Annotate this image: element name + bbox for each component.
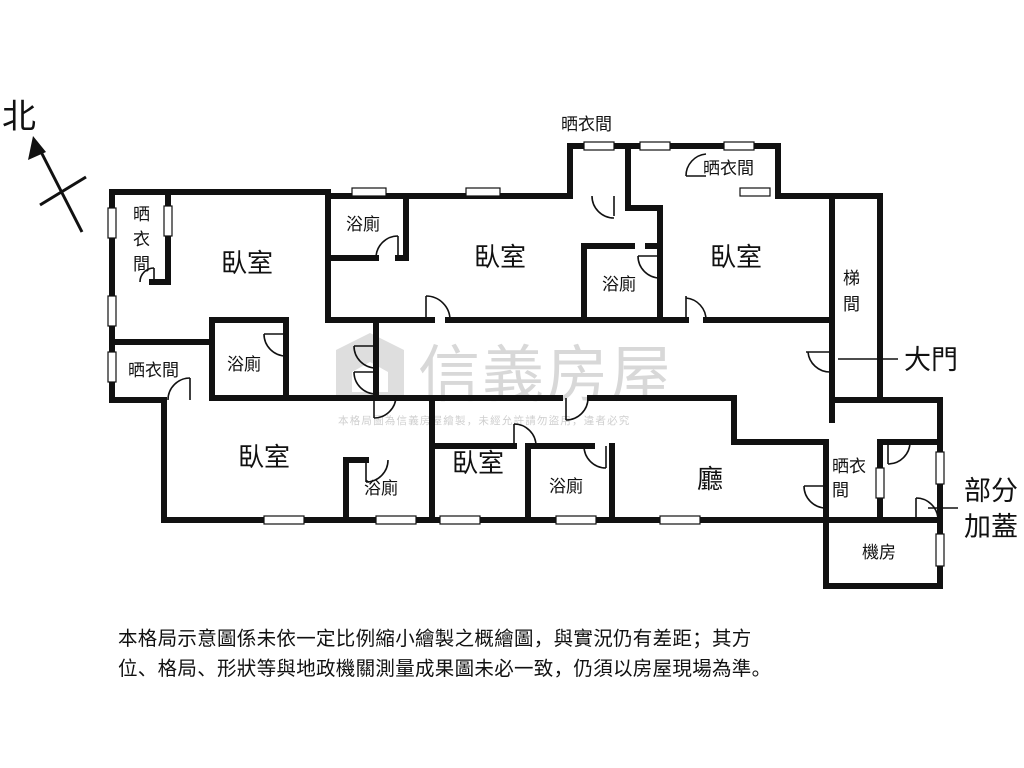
bedroom-2-label: 臥室 bbox=[474, 243, 526, 273]
door bbox=[887, 441, 911, 465]
windows bbox=[107, 141, 945, 567]
disclaimer-line-2: 位、格局、形狀等與地政機關測量成果圖未必一致，仍須以房屋現場為準。 bbox=[118, 657, 772, 680]
door bbox=[583, 445, 607, 469]
window bbox=[163, 205, 173, 237]
bedroom-1-label: 臥室 bbox=[221, 249, 273, 279]
living-room-label: 廳 bbox=[697, 465, 723, 495]
bedroom-4-label: 臥室 bbox=[238, 443, 290, 473]
bedroom-3-label: 臥室 bbox=[710, 243, 762, 273]
window bbox=[739, 187, 771, 197]
door bbox=[375, 235, 399, 259]
watermark-notice: 本格局圖為信義房屋繪製，未經允許請勿盜用，違者必究 bbox=[338, 414, 631, 427]
bath-2-label: 浴廁 bbox=[602, 274, 636, 295]
window bbox=[351, 187, 387, 197]
door bbox=[263, 333, 287, 357]
window bbox=[639, 141, 671, 151]
door bbox=[565, 397, 589, 421]
door bbox=[803, 485, 827, 509]
window bbox=[935, 451, 945, 485]
door bbox=[915, 497, 939, 521]
bath-1-label: 浴廁 bbox=[346, 214, 380, 235]
door bbox=[685, 153, 707, 177]
door bbox=[425, 295, 451, 321]
disclaimer-line-1: 本格局示意圖係未依一定比例縮小繪製之概繪圖，與實況仍有差距；其方 bbox=[118, 627, 752, 650]
door bbox=[685, 296, 707, 321]
window bbox=[555, 515, 597, 525]
door bbox=[139, 267, 155, 283]
door bbox=[513, 423, 537, 447]
main-door-callout: 大門 bbox=[904, 345, 958, 376]
north-label: 北 bbox=[2, 97, 36, 137]
door bbox=[806, 351, 831, 373]
window bbox=[583, 141, 615, 151]
window bbox=[465, 187, 501, 197]
door bbox=[637, 255, 661, 279]
window bbox=[875, 467, 885, 499]
window bbox=[107, 295, 117, 327]
window bbox=[107, 351, 117, 383]
window bbox=[375, 515, 417, 525]
bath-3-label: 浴廁 bbox=[227, 354, 261, 375]
door bbox=[365, 459, 389, 483]
laundry-top-label: 晒衣間 bbox=[561, 115, 612, 135]
window bbox=[263, 515, 305, 525]
watermark: 信義房屋 本格局圖為信義房屋繪製，未經允許請勿盜用，違者必究 bbox=[336, 333, 672, 427]
door bbox=[167, 377, 191, 401]
laundry-left-vertical-label: 晒衣間 bbox=[133, 205, 150, 275]
laundry-top-right-label: 晒衣間 bbox=[703, 159, 754, 179]
addition-callout-line1: 部分 bbox=[964, 476, 1018, 507]
doors bbox=[139, 153, 939, 521]
door bbox=[591, 195, 615, 219]
window bbox=[723, 141, 755, 151]
bath-4-label: 浴廁 bbox=[364, 478, 398, 499]
bath-5-label: 浴廁 bbox=[549, 476, 583, 497]
window bbox=[935, 533, 945, 567]
stairwell-label: 梯間 bbox=[843, 269, 860, 315]
door bbox=[373, 395, 397, 419]
window bbox=[107, 207, 117, 239]
addition-callout-line2: 加蓋 bbox=[964, 512, 1018, 543]
laundry-bottom-right-label: 晒衣間 bbox=[832, 457, 866, 501]
door bbox=[353, 371, 377, 395]
machine-room-label: 機房 bbox=[862, 543, 896, 563]
window bbox=[659, 515, 701, 525]
north-arrow-icon bbox=[28, 136, 87, 233]
window bbox=[439, 515, 481, 525]
door bbox=[353, 345, 377, 369]
laundry-left-label: 晒衣間 bbox=[128, 361, 179, 381]
bedroom-5-label: 臥室 bbox=[452, 449, 504, 479]
